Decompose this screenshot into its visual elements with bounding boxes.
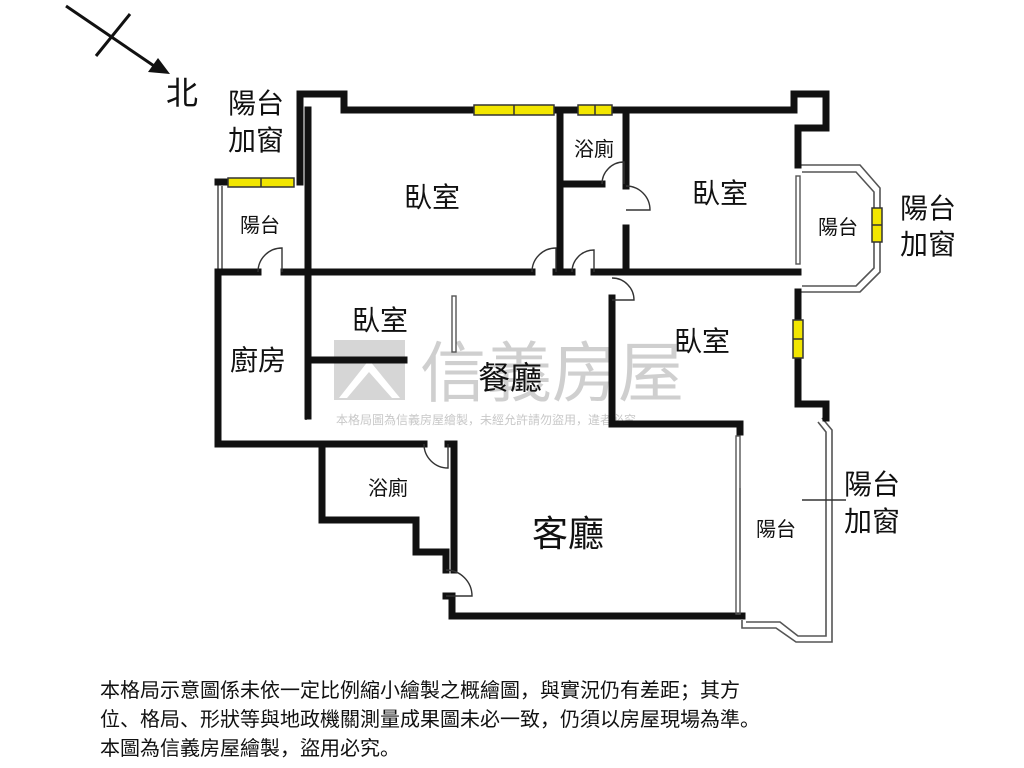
- disclaimer-line: 本格局示意圖係未依一定比例縮小繪製之概繪圖，與實況仍有差距；其方: [100, 678, 740, 702]
- callout-balcony-window: 加窗: [228, 124, 284, 157]
- watermark: 信義房屋 本格局圖為信義房屋繪製，未經允許請勿盜用，違者必究: [334, 335, 684, 427]
- room-label-balcony: 陽台: [818, 215, 858, 239]
- door-icon: [601, 161, 625, 185]
- room-label-bedroom: 臥室: [692, 177, 748, 210]
- room-label-bathroom: 浴廁: [574, 137, 614, 161]
- door-icon: [445, 569, 473, 597]
- door-icon: [571, 249, 595, 273]
- watermark-logo: [334, 340, 405, 400]
- disclaimer: 本格局示意圖係未依一定比例縮小繪製之概繪圖，與實況仍有差距；其方 位、格局、形狀…: [100, 676, 960, 763]
- floor-plan: 信義房屋 本格局圖為信義房屋繪製，未經允許請勿盜用，違者必究 北: [65, 4, 956, 643]
- room-label-kitchen: 廚房: [230, 344, 286, 377]
- north-arrow-icon: [65, 4, 170, 74]
- walls: [214, 90, 830, 620]
- watermark-brand: 信義房屋: [420, 335, 684, 412]
- room-label-bathroom: 浴廁: [368, 476, 408, 500]
- room-label-dining: 餐廳: [478, 359, 542, 397]
- callout-balcony-window: 陽台: [900, 192, 956, 225]
- room-label-bedroom: 臥室: [352, 304, 408, 337]
- room-label-balcony: 陽台: [756, 517, 796, 541]
- callout-balcony-window: 加窗: [844, 505, 900, 538]
- room-label-living: 客廳: [532, 514, 604, 555]
- compass-north-label: 北: [166, 74, 198, 112]
- sliding-doors: [451, 175, 801, 615]
- callout-balcony-window: 陽台: [228, 87, 284, 120]
- disclaimer-line: 本圖為信義房屋繪製，盜用必究。: [100, 736, 400, 760]
- door-icon: [611, 277, 635, 301]
- door-icon: [625, 185, 651, 211]
- callout-balcony-window: 陽台: [844, 468, 900, 501]
- door-icon: [531, 247, 557, 273]
- room-label-bedroom: 臥室: [404, 181, 460, 214]
- room-label-balcony: 陽台: [240, 213, 280, 237]
- disclaimer-line: 位、格局、形狀等與地政機關測量成果圖未必一致，仍須以房屋現場為準。: [100, 707, 760, 731]
- room-label-bedroom: 臥室: [674, 325, 730, 358]
- door-icon: [423, 443, 449, 469]
- door-icon: [257, 247, 283, 273]
- doors: [257, 161, 651, 597]
- windows: [227, 104, 883, 359]
- watermark-notice: 本格局圖為信義房屋繪製，未經允許請勿盜用，違者必究: [336, 412, 636, 427]
- callout-balcony-window: 加窗: [900, 228, 956, 261]
